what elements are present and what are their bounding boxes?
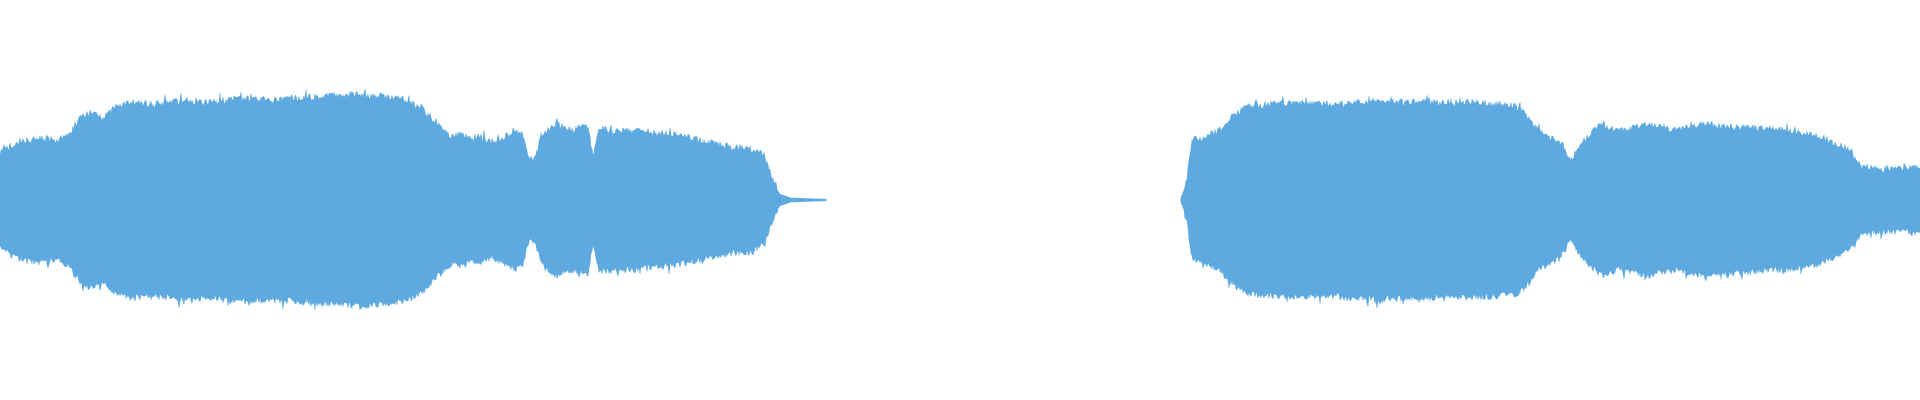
waveform-segments (0, 88, 1920, 310)
waveform-segment-2[interactable] (1180, 95, 1920, 309)
waveform-segment-1[interactable] (0, 88, 827, 310)
